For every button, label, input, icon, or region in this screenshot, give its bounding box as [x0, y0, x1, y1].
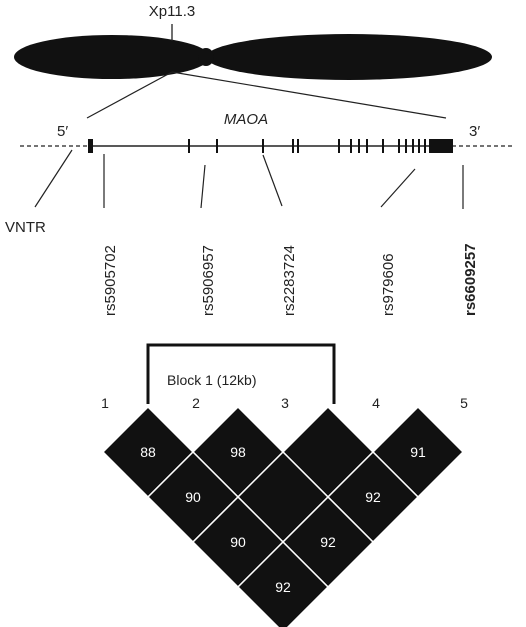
- ld-cells: 88 98 91 90 92 90 92 92: [101, 405, 465, 627]
- five-prime-label: 5′: [57, 123, 68, 140]
- gene-structure: 5′ 3′ MAOA: [5, 111, 515, 316]
- chromosome-q-arm: [206, 34, 492, 80]
- haplotype-block-outline: [146, 343, 336, 404]
- band-label: Xp11.3: [149, 3, 195, 20]
- exon: [216, 139, 218, 153]
- snp-label: rs5906957: [200, 245, 217, 316]
- marker-number: 3: [281, 395, 289, 411]
- three-prime-label: 3′: [469, 123, 480, 140]
- exon: [382, 139, 384, 153]
- ld-value-1-2: 88: [140, 444, 156, 460]
- exon: [297, 139, 299, 153]
- ld-value-1-3: 90: [185, 489, 201, 505]
- vntr-label: VNTR: [5, 219, 46, 236]
- exon: [358, 139, 360, 153]
- chromosome-x: Xp11.3: [14, 3, 492, 80]
- ld-plot: Block 1 (12kb) 1 2 3 4 5 88 98 91 90 92 90 92 9…: [101, 343, 468, 627]
- ld-value-3-5: 92: [365, 489, 381, 505]
- snp-label-bold: rs6609257: [462, 243, 479, 316]
- snp-labels: rs5905702 rs5906957 rs2283724 rs979606 r…: [102, 243, 479, 316]
- snp-label: rs979606: [380, 253, 397, 316]
- pointer-rs2283724: [262, 154, 283, 207]
- ld-value-1-5: 92: [275, 579, 291, 595]
- pointer-rs5906957: [200, 164, 206, 209]
- exon: [262, 139, 264, 153]
- ld-value-2-3: 98: [230, 444, 246, 460]
- exon: [188, 139, 190, 153]
- marker-pointers: [34, 149, 464, 209]
- chromosome-p-arm: [14, 35, 210, 79]
- ld-value-1-4: 90: [230, 534, 246, 550]
- exon: [405, 139, 407, 153]
- zoom-lines: [86, 71, 447, 119]
- exons: [88, 139, 453, 153]
- exon: [366, 139, 368, 153]
- exon: [418, 139, 420, 153]
- exon: [412, 139, 414, 153]
- exon: [398, 139, 400, 153]
- pointer-vntr: [34, 149, 73, 208]
- marker-number: 2: [192, 395, 200, 411]
- zoom-line-right: [171, 71, 447, 119]
- snp-label: rs2283724: [281, 245, 298, 316]
- ld-value-2-5: 92: [320, 534, 336, 550]
- block-label: Block 1 (12kb): [167, 372, 256, 388]
- gene-name-label: MAOA: [224, 111, 268, 128]
- ld-cell-1-5: [236, 540, 330, 627]
- exon: [88, 139, 93, 153]
- snp-label: rs5905702: [102, 245, 119, 316]
- marker-number: 5: [460, 395, 468, 411]
- exon: [292, 139, 294, 153]
- ld-value-4-5: 91: [410, 444, 426, 460]
- pointer-rs979606: [380, 168, 416, 208]
- exon: [338, 139, 340, 153]
- marker-number: 1: [101, 395, 109, 411]
- exon-3prime-block: [429, 139, 453, 153]
- zoom-line-left: [86, 71, 173, 119]
- centromere: [198, 48, 214, 66]
- exon: [424, 139, 426, 153]
- marker-numbers: 1 2 3 4 5: [101, 395, 468, 411]
- exon: [350, 139, 352, 153]
- marker-number: 4: [372, 395, 380, 411]
